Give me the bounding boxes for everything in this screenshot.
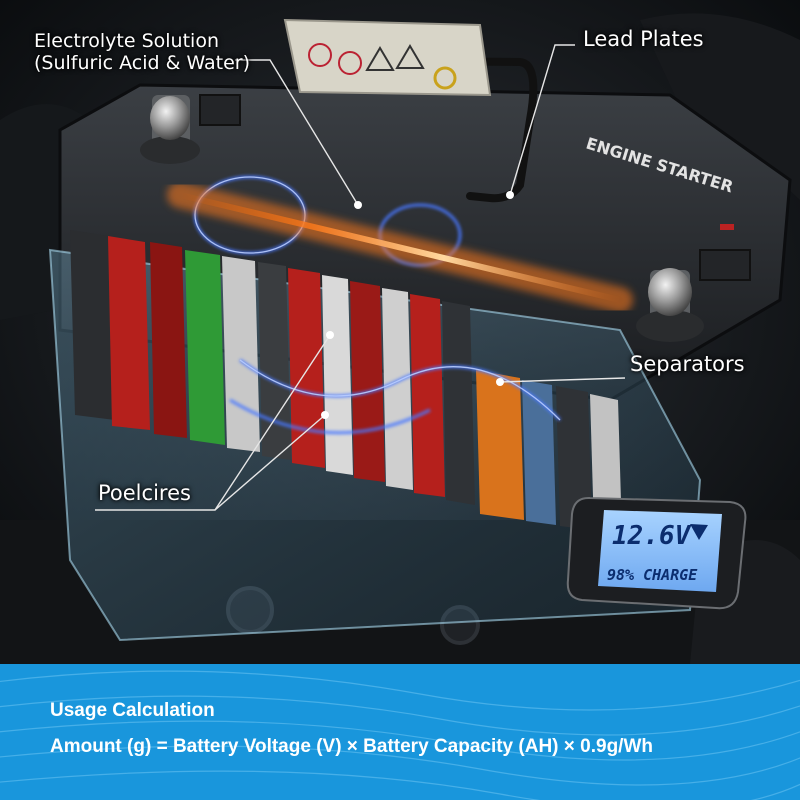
electrolyte-sublabel: (Sulfuric Acid & Water) (34, 52, 251, 74)
usage-banner (0, 664, 800, 800)
battery-photo: ENGINE STARTER (0, 0, 800, 664)
banner-wave-pattern (0, 670, 800, 800)
usage-formula: Amount (g) = Battery Voltage (V) × Batte… (50, 736, 653, 757)
charge-readout: 98% CHARGE (607, 566, 698, 584)
usage-title: Usage Calculation (50, 700, 215, 721)
voltage-readout: 12.6V (612, 521, 692, 551)
electrolyte-callout: Electrolyte Solution (Sulfuric Acid & Wa… (34, 30, 250, 74)
separators-label: Separators (630, 352, 745, 376)
poles-label: Poelcires (98, 481, 191, 505)
voltage-display: 12.6V 98% CHARGE (566, 496, 747, 610)
lead-plates-label: Lead Plates (583, 27, 704, 51)
electrolyte-label: Electrolyte Solution (34, 30, 219, 52)
